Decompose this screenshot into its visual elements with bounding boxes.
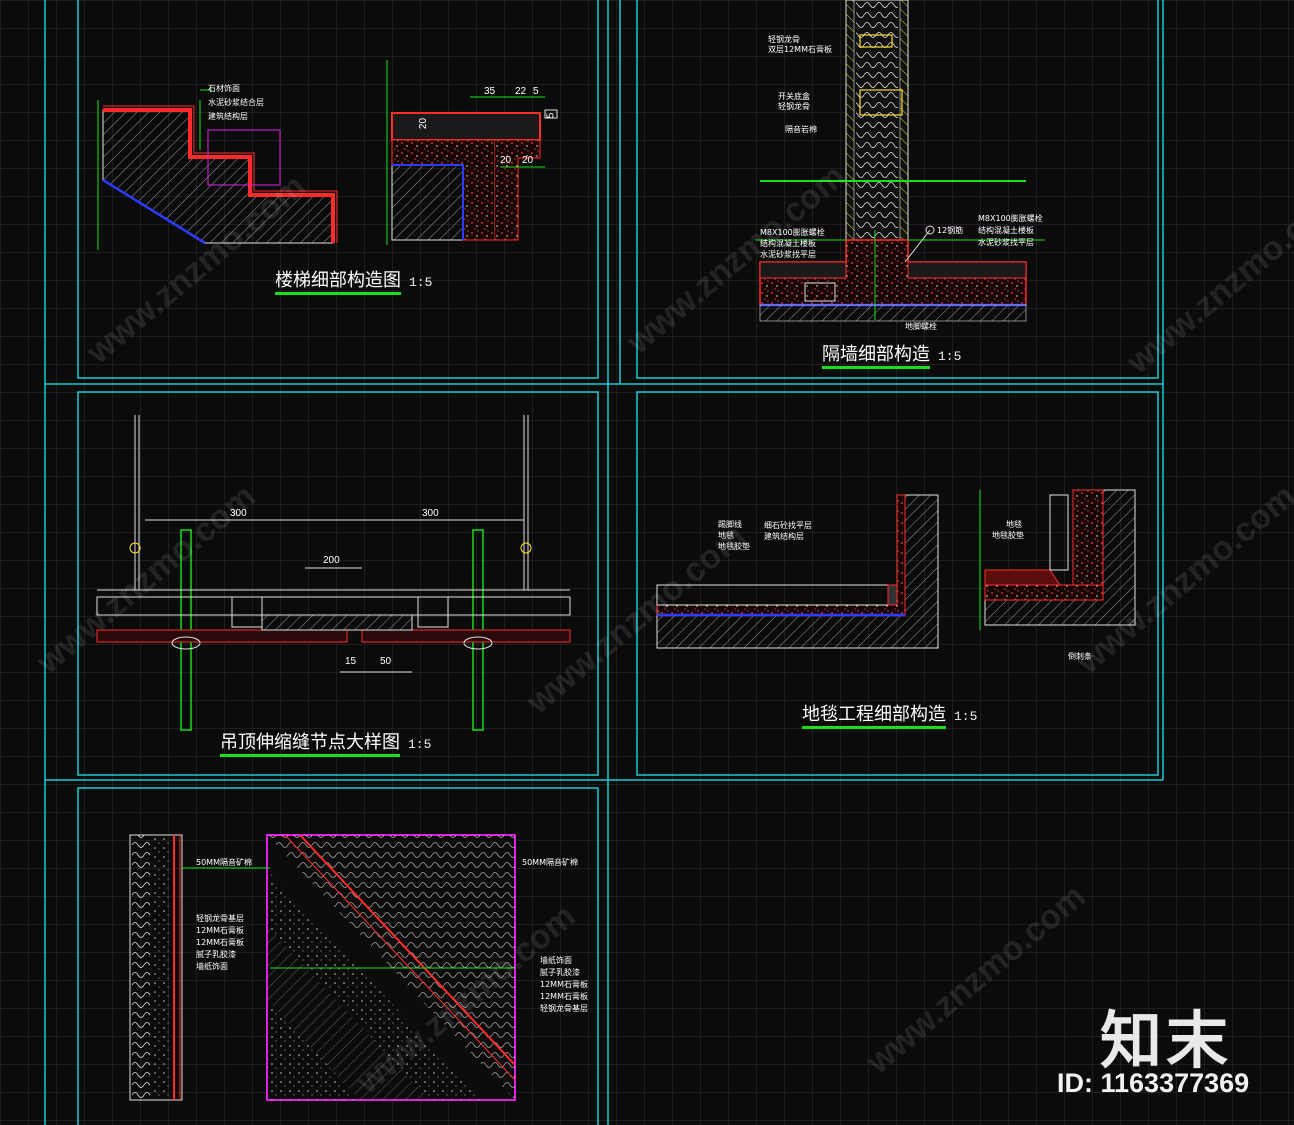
stair-dim: 20	[522, 155, 534, 166]
carpet-label: 踢脚线	[718, 520, 742, 529]
wall-label: 腻子乳胶漆	[196, 950, 236, 959]
ceiling-dim: 15	[345, 656, 357, 667]
wall-label: 轻钢龙骨基层	[540, 1004, 588, 1013]
stair-dim: 20	[418, 117, 430, 130]
partition-scale: 1:5	[938, 349, 962, 364]
wallpanel-detail	[129, 834, 516, 1101]
carpet-title: 地毯工程细部构造 1:5	[802, 700, 978, 729]
partition-label: M8X100膨胀螺栓	[978, 214, 1043, 223]
carpet-detail	[656, 489, 1136, 649]
stair-scale: 1:5	[409, 275, 433, 290]
partition-label: 结构混凝土楼板	[760, 239, 816, 248]
wall-label: 12MM石膏板	[196, 926, 244, 935]
brand-logo: 知末	[1100, 1004, 1233, 1077]
ceiling-dim: 300	[422, 508, 439, 519]
partition-detail	[755, 0, 1045, 322]
carpet-label: 细石砼找平层	[764, 521, 812, 530]
partition-label: 12钢筋	[937, 226, 964, 235]
carpet-label: 地毯	[1006, 520, 1022, 529]
sheet-borders	[44, 0, 1164, 1125]
stair-dim: 35	[484, 86, 496, 97]
wall-label: 12MM石膏板	[196, 938, 244, 947]
partition-label: 地脚螺栓	[905, 322, 937, 331]
stair-label: 石材饰面	[208, 84, 240, 93]
carpet-title-text: 地毯工程细部构造	[802, 704, 946, 729]
partition-label: 双层12MM石膏板	[768, 45, 832, 54]
wall-label: 墙纸饰面	[540, 956, 572, 965]
partition-label: 轻钢龙骨	[778, 102, 810, 111]
stair-dim: 20	[500, 155, 512, 166]
stair-dim: 22	[515, 86, 527, 97]
image-id: ID: 1163377369	[1057, 1068, 1250, 1098]
stair-detail	[97, 60, 558, 250]
carpet-scale: 1:5	[954, 709, 978, 724]
wall-label: 轻钢龙骨基层	[196, 914, 244, 923]
wall-label: 墙纸饰面	[196, 962, 228, 971]
stair-label: 建筑结构层	[208, 112, 248, 121]
wall-label: 50MM隔音矿棉	[196, 858, 252, 867]
stair-title-text: 楼梯细部构造图	[275, 270, 401, 295]
ceiling-dim: 50	[380, 656, 392, 667]
wall-label: 12MM石膏板	[540, 992, 588, 1001]
partition-label: 水泥砂浆找平层	[760, 250, 816, 259]
stair-label: 水泥砂浆结合层	[208, 98, 264, 107]
stair-dim: 5	[533, 86, 539, 97]
wall-label: 12MM石膏板	[540, 980, 588, 989]
ceiling-dim: 300	[230, 508, 247, 519]
partition-label: 轻钢龙骨	[768, 35, 800, 44]
carpet-label: 倒刺条	[1068, 652, 1092, 661]
carpet-label: 地毯	[718, 531, 734, 540]
ceiling-title-text: 吊顶伸缩缝节点大样图	[220, 732, 400, 757]
ceiling-dim: 200	[323, 555, 340, 566]
wall-label: 50MM隔音矿棉	[522, 858, 578, 867]
wall-label: 腻子乳胶漆	[540, 968, 580, 977]
partition-label: 隔音岩棉	[785, 125, 817, 134]
partition-label: 结构混凝土楼板	[978, 226, 1034, 235]
ceiling-detail	[96, 415, 571, 731]
ceiling-scale: 1:5	[408, 737, 432, 752]
partition-label: 水泥砂浆找平层	[978, 238, 1034, 247]
partition-title-text: 隔墙细部构造	[822, 344, 930, 369]
stair-title: 楼梯细部构造图 1:5	[275, 266, 433, 295]
partition-label: M8X100膨胀螺栓	[760, 228, 825, 237]
partition-title: 隔墙细部构造 1:5	[822, 340, 962, 369]
stair-dim: 5	[545, 112, 557, 119]
ceiling-title: 吊顶伸缩缝节点大样图 1:5	[220, 728, 432, 757]
carpet-label: 地毯胶垫	[992, 531, 1024, 540]
carpet-label: 地毯胶垫	[718, 542, 750, 551]
carpet-label: 建筑结构层	[764, 532, 804, 541]
partition-label: 开关底盒	[778, 92, 810, 101]
